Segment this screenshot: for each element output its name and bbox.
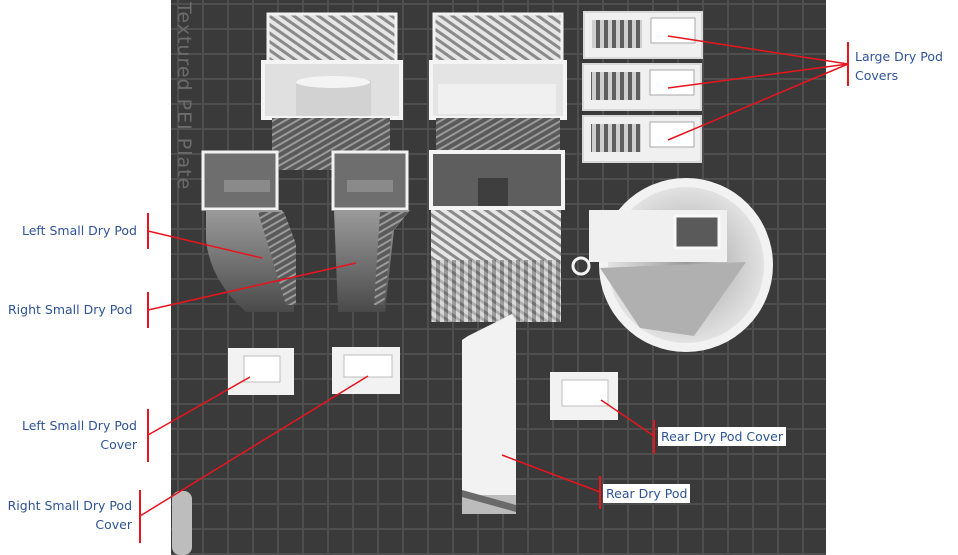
label-rear-dry-pod-cover: Rear Dry Pod Cover <box>658 427 786 446</box>
label-line: Large Dry Pod <box>855 49 943 64</box>
plate-name-text: Textured PEI Plate <box>173 2 195 191</box>
label-large-dry-pod-covers: Large Dry Pod Covers <box>855 47 943 85</box>
funnel-part <box>571 178 773 352</box>
right-small-dry-pod-part <box>331 150 410 312</box>
large-dry-pod-lower <box>429 150 565 322</box>
large-dry-pod-right <box>429 12 567 154</box>
label-right-small-dry-pod: Right Small Dry Pod <box>8 302 133 317</box>
plate-corner-tab <box>172 491 192 555</box>
label-left-small-dry-pod-cover: Left Small Dry Pod Cover <box>17 416 137 454</box>
label-brackets <box>139 42 849 543</box>
label-right-small-dry-pod-cover: Right Small Dry Pod Cover <box>4 496 132 534</box>
label-line: Cover <box>100 437 137 452</box>
label-line: Cover <box>95 517 132 532</box>
rear-cover-window <box>561 379 609 407</box>
left-small-dry-pod-part <box>201 150 296 312</box>
pointer-lines <box>139 35 849 517</box>
label-line: Covers <box>855 68 899 83</box>
rear-dry-pod-part <box>462 314 516 514</box>
right-small-cover-window <box>343 354 393 378</box>
label-left-small-dry-pod: Left Small Dry Pod <box>22 223 137 238</box>
large-dry-pod-left <box>261 12 403 170</box>
label-line: Left Small Dry Pod <box>22 418 137 433</box>
label-rear-dry-pod: Rear Dry Pod <box>603 484 691 503</box>
label-line: Right Small Dry Pod <box>7 498 132 513</box>
large-dry-pod-covers <box>582 11 703 163</box>
